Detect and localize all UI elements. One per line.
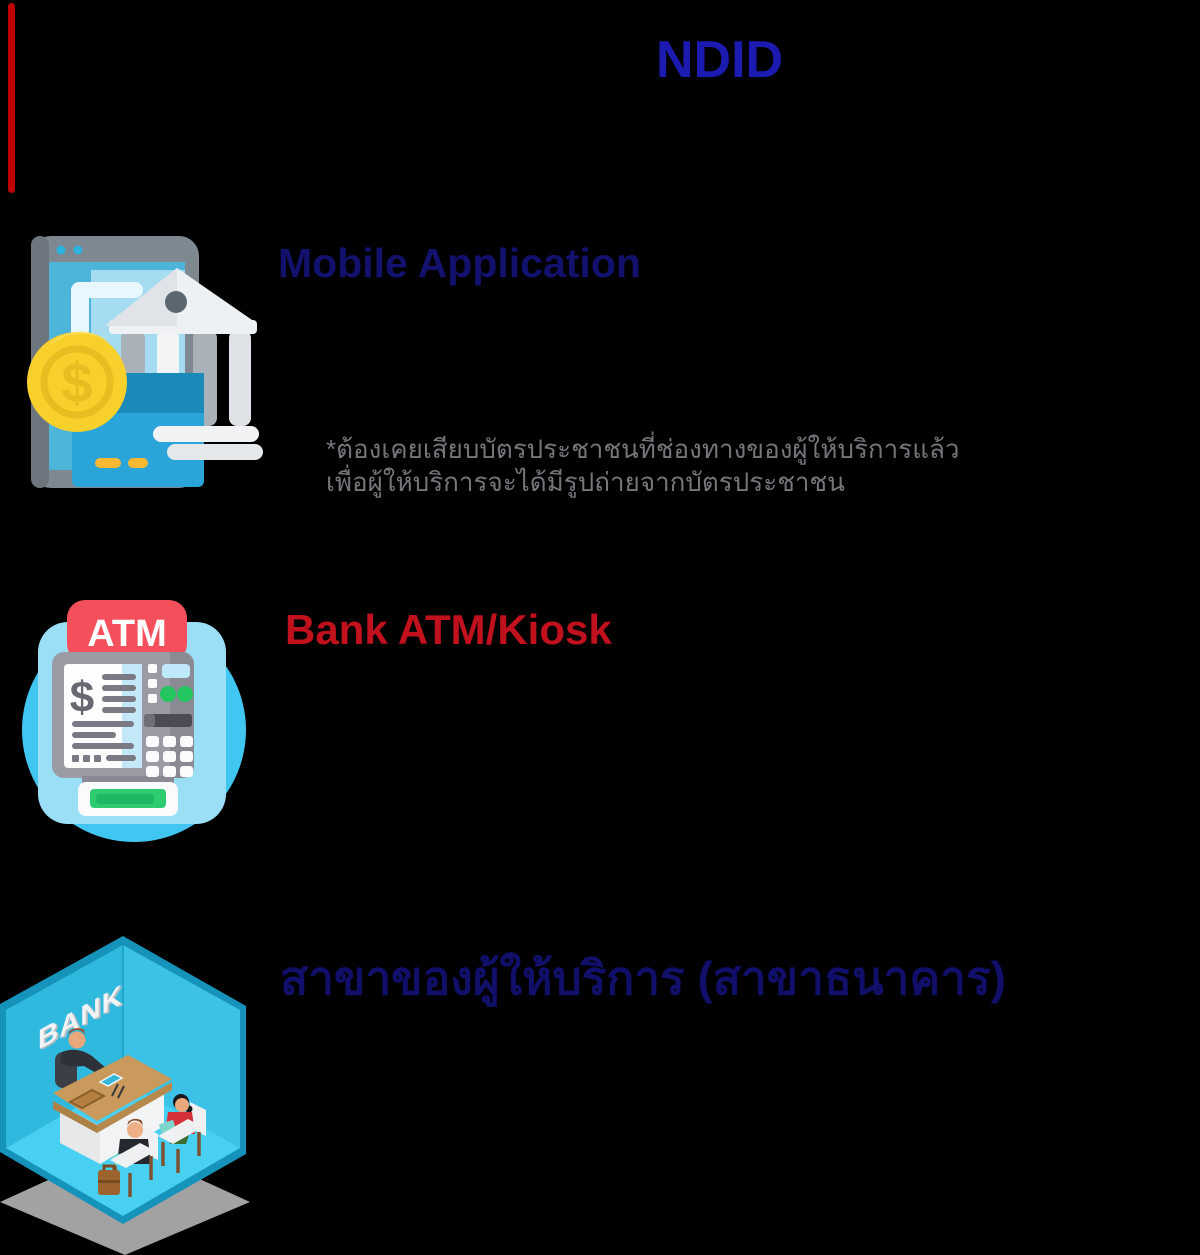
teller-desk xyxy=(53,1055,172,1164)
bank-teller xyxy=(55,1028,106,1088)
atm-sign-label: ATM xyxy=(87,613,167,655)
section-heading-bank-atm-kiosk: Bank ATM/Kiosk xyxy=(285,606,612,653)
briefcase xyxy=(98,1164,120,1195)
pen xyxy=(117,1085,125,1099)
customer-woman xyxy=(158,1094,206,1173)
document-tray xyxy=(67,1088,107,1110)
atm-sign: ATM xyxy=(67,600,187,662)
tablet-on-desk xyxy=(98,1073,124,1087)
coin-dollar-symbol: $ xyxy=(61,351,92,414)
customer-man xyxy=(98,1118,158,1197)
atm-control-panel xyxy=(144,664,193,777)
page-title: NDID xyxy=(656,31,784,89)
note-line-2: เพื่อผู้ให้บริการจะได้มีรูปถ่ายจากบัตรปร… xyxy=(326,467,845,497)
camera-dot xyxy=(56,245,66,255)
dollar-coin: $ xyxy=(27,331,127,432)
bank-branch-isometric-icon: BANK BANK xyxy=(0,936,250,1255)
atm-machine-icon: ATM $ xyxy=(22,600,246,842)
bank-roof-and-steps xyxy=(105,268,263,460)
note-line-1: *ต้องเคยเสียบบัตรประชาชนที่ช่องทางของผู้… xyxy=(326,434,960,464)
atm-keypad xyxy=(146,736,193,777)
accent-bar xyxy=(8,3,15,193)
section-heading-mobile-application: Mobile Application xyxy=(278,240,641,286)
cash-slot xyxy=(78,782,178,816)
pen xyxy=(111,1083,119,1097)
atm-receipt: $ xyxy=(64,664,142,768)
mobile-banking-icon: $ xyxy=(27,236,263,488)
camera-dot xyxy=(73,245,83,255)
mobile-application-note: *ต้องเคยเสียบบัตรประชาชนที่ช่องทางของผู้… xyxy=(326,433,960,499)
receipt-dollar-symbol: $ xyxy=(70,673,94,722)
section-heading-bank-branch: สาขาของผู้ให้บริการ (สาขาธนาคาร) xyxy=(280,952,1007,1004)
